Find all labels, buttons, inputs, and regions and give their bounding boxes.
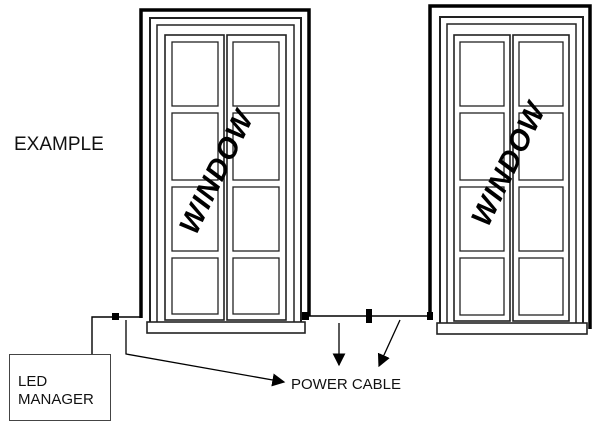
connector-right — [427, 312, 433, 320]
left-window-sash-right — [226, 34, 287, 321]
right-led-strip — [428, 4, 592, 329]
right-window: WINDOW — [428, 4, 592, 335]
left-window-sill — [146, 321, 306, 334]
power-cable-label: POWER CABLE — [291, 376, 402, 393]
connector-mid — [366, 309, 372, 323]
example-label: EXAMPLE — [14, 134, 104, 155]
right-window-panes — [459, 41, 564, 316]
arrow-to-middle-cable-2 — [377, 319, 401, 368]
left-window: WINDOW — [139, 8, 311, 334]
led-manager-box: LED MANAGER — [9, 354, 111, 421]
connector-mid-left — [302, 312, 309, 320]
right-window-sill — [436, 322, 588, 335]
arrow-to-left-connector — [125, 320, 286, 387]
pointer-arrows — [125, 319, 401, 387]
right-window-sash-left — [453, 34, 511, 322]
left-window-sash-left — [164, 34, 225, 321]
led-manager-label-line1: LED — [18, 373, 48, 390]
manager-cable — [91, 316, 141, 354]
right-window-sash-right — [512, 34, 570, 322]
connectors — [112, 309, 433, 323]
led-manager-label-line2: MANAGER — [18, 391, 94, 408]
left-led-strip — [139, 8, 311, 318]
connector-left — [112, 313, 119, 320]
left-window-panes — [171, 41, 280, 315]
